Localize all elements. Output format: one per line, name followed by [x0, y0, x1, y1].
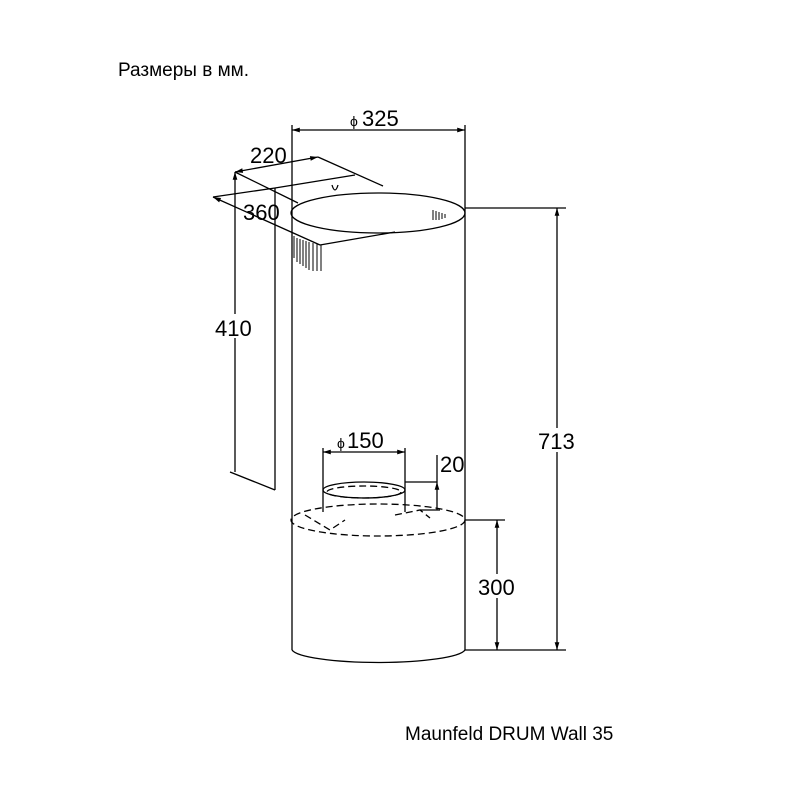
svg-text:410: 410 — [215, 316, 252, 341]
wall-bracket — [234, 156, 396, 490]
svg-text:220: 220 — [250, 143, 287, 168]
dimension-diameter-150: ϕ 150 — [322, 428, 406, 490]
caption: Размеры в мм. — [118, 60, 249, 81]
dimension-220: 220 — [234, 143, 319, 173]
dimension-410: 410 — [214, 172, 276, 491]
dimension-300: 300 — [465, 519, 519, 650]
model-name: Maunfeld DRUM Wall 35 — [405, 724, 613, 745]
svg-text:150: 150 — [347, 428, 384, 453]
svg-text:713: 713 — [538, 429, 575, 454]
svg-text:20: 20 — [440, 452, 464, 477]
svg-text:325: 325 — [362, 106, 399, 131]
outlet-collar — [304, 481, 431, 531]
dimension-360: 360 — [212, 187, 321, 246]
dimension-20: 20 — [405, 452, 464, 511]
svg-text:ϕ: ϕ — [337, 435, 345, 451]
svg-text:ϕ: ϕ — [350, 113, 358, 129]
dimension-713: 713 — [465, 207, 580, 651]
cylinder-body — [290, 184, 466, 664]
svg-text:300: 300 — [478, 575, 515, 600]
svg-text:360: 360 — [243, 200, 280, 225]
dimension-diameter-325: ϕ 325 — [291, 106, 466, 213]
